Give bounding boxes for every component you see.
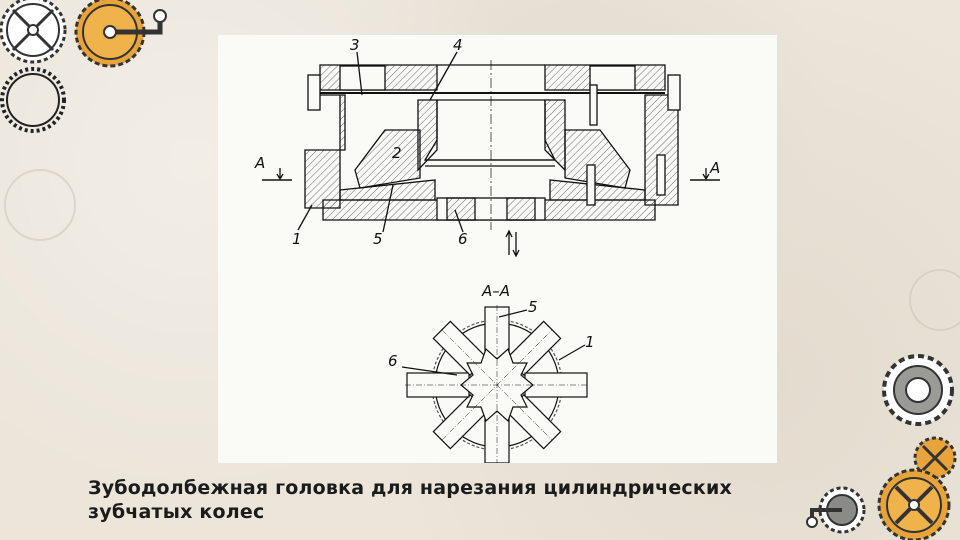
label-section-right: A xyxy=(709,159,720,177)
gear-icon xyxy=(74,0,167,68)
slide-caption: Зубодолбежная головка для нарезания цили… xyxy=(88,476,808,524)
section-label-part-6: 6 xyxy=(388,352,398,370)
section-title: A–A xyxy=(481,282,510,300)
label-part-2: 2 xyxy=(392,144,402,162)
label-section-left: A xyxy=(254,154,265,172)
gear-icon xyxy=(877,468,951,540)
label-part-1: 1 xyxy=(292,230,302,248)
cross-section-view xyxy=(262,51,720,258)
gear-icon xyxy=(882,354,954,426)
gear-icon xyxy=(806,486,866,534)
caption-line-2: зубчатых колес xyxy=(88,501,265,523)
section-a-a-view xyxy=(401,305,589,463)
gear-shaper-head-drawing: 1 2 3 4 5 6 A A xyxy=(254,36,720,463)
label-part-4: 4 xyxy=(453,36,463,54)
gear-icon xyxy=(0,0,67,64)
caption-line-1: Зубодолбежная головка для нарезания цили… xyxy=(88,477,732,499)
label-part-3: 3 xyxy=(350,36,360,54)
label-part-6: 6 xyxy=(458,230,468,248)
gear-icon xyxy=(0,67,66,133)
section-label-part-1: 1 xyxy=(585,333,595,351)
technical-drawing-panel: 1 2 3 4 5 6 A A xyxy=(218,35,777,463)
label-part-5: 5 xyxy=(373,230,383,248)
section-label-part-5: 5 xyxy=(528,298,538,316)
